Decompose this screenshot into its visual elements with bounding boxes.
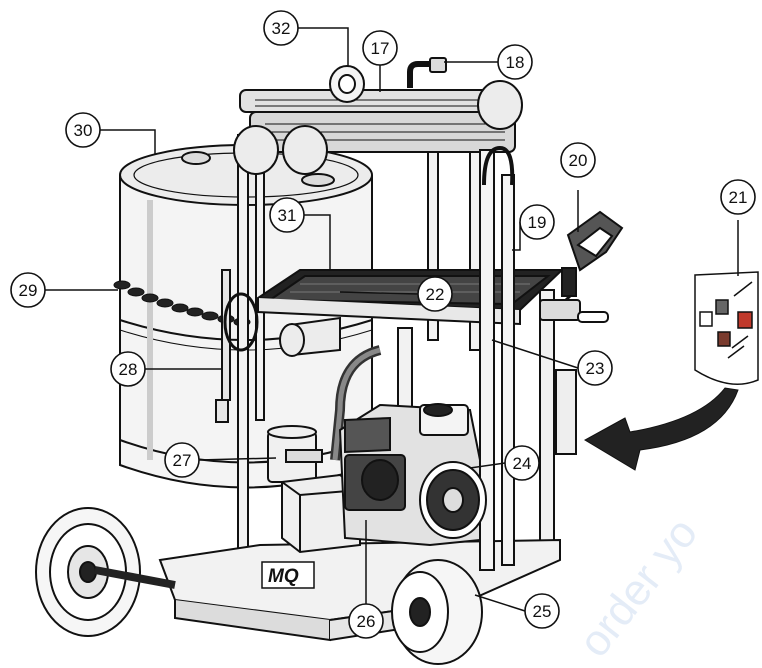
- callout-27: 27: [164, 442, 200, 478]
- callout-26: 26: [348, 603, 384, 639]
- indicator-arrow: [583, 387, 739, 471]
- callout-24: 24: [504, 445, 540, 481]
- callout-30: 30: [65, 112, 101, 148]
- callout-label: 17: [371, 39, 390, 58]
- callout-label: 32: [272, 19, 291, 38]
- hose: [330, 345, 382, 461]
- callout-label: 18: [506, 53, 525, 72]
- callout-label: 20: [569, 151, 588, 170]
- callout-label: 26: [357, 612, 376, 631]
- spray-gun: [554, 210, 624, 312]
- callout-label: 28: [119, 360, 138, 379]
- callout-label: 24: [513, 454, 532, 473]
- callout-20: 20: [560, 142, 596, 178]
- left-wheel: [35, 507, 176, 637]
- callout-28: 28: [110, 351, 146, 387]
- control-inset: [694, 271, 759, 385]
- callout-31: 31: [269, 197, 305, 233]
- lance: [215, 269, 259, 423]
- top-fitting: [407, 57, 447, 88]
- callout-label: 22: [426, 285, 445, 304]
- mq-logo: MQ: [261, 561, 315, 589]
- callout-label: 21: [729, 188, 748, 207]
- battery-box: [281, 473, 361, 554]
- filter: [267, 425, 323, 483]
- callout-32: 32: [263, 10, 299, 46]
- callout-label: 29: [19, 281, 38, 300]
- callout-label: 30: [74, 121, 93, 140]
- logo-text: MQ: [268, 566, 299, 587]
- callout-18: 18: [497, 44, 533, 80]
- callout-21: 21: [720, 179, 756, 215]
- callout-label: 27: [173, 451, 192, 470]
- callout-label: 23: [586, 359, 605, 378]
- callout-29: 29: [10, 272, 46, 308]
- right-wheel: [391, 559, 483, 665]
- callout-17: 17: [362, 30, 398, 66]
- callout-25: 25: [524, 593, 560, 629]
- watermark-text: order yo: [569, 509, 707, 666]
- callout-label: 31: [278, 206, 297, 225]
- leader-lines: [45, 27, 739, 612]
- elbow-pipe: [279, 316, 341, 357]
- callout-label: 25: [533, 602, 552, 621]
- callout-label: 19: [528, 213, 547, 232]
- callout-19: 19: [519, 204, 555, 240]
- lifting-eye: [329, 65, 365, 103]
- valve-assembly: [539, 299, 609, 455]
- callout-22: 22: [417, 276, 453, 312]
- engine: [338, 403, 487, 547]
- callout-23: 23: [577, 350, 613, 386]
